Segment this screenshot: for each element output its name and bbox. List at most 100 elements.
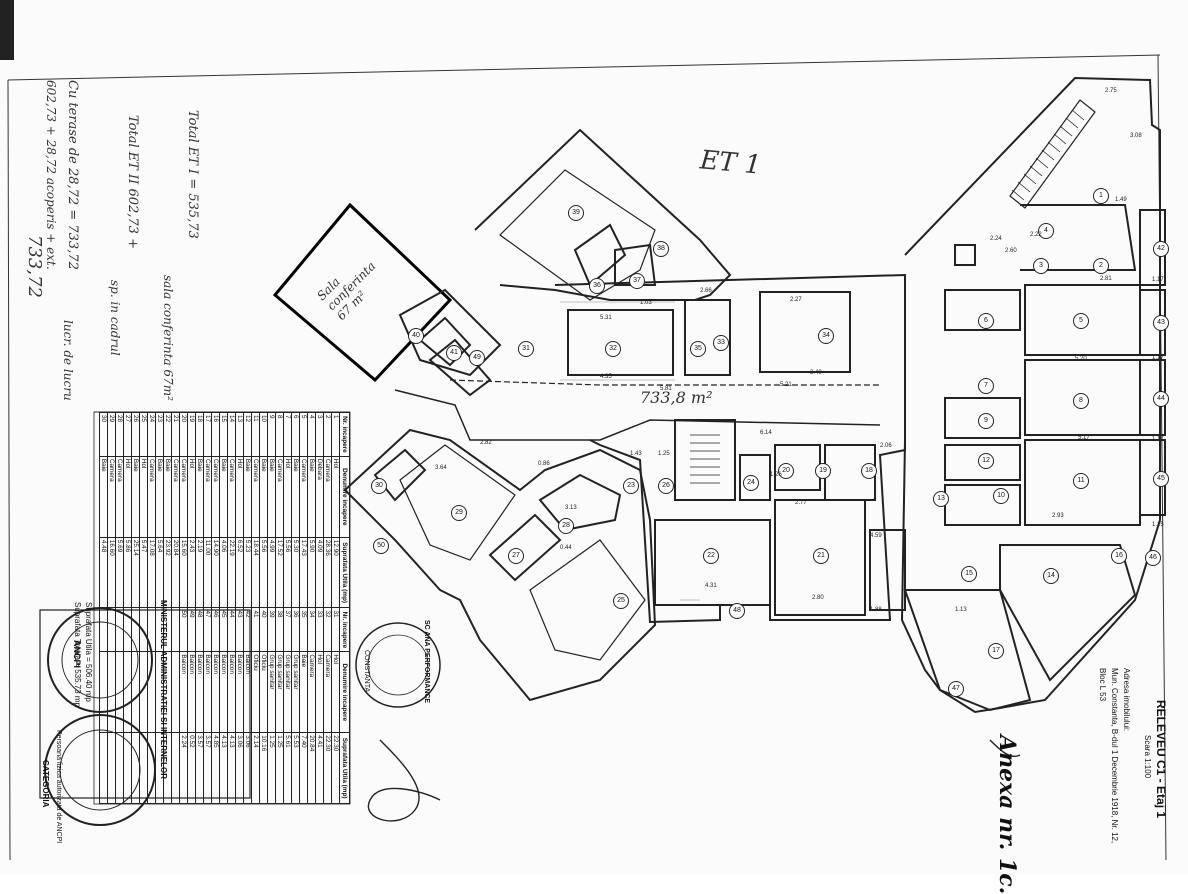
legend-cell: Baie [267, 456, 276, 538]
room-number-marker: 29 [451, 505, 467, 521]
legend-cell [115, 732, 124, 804]
dimension-label: 1.43 [630, 451, 642, 457]
legend-cell: 28.36 [323, 537, 332, 608]
dimension-label: 2.77 [795, 500, 807, 506]
dimension-label: 0.86 [538, 461, 550, 467]
legend-cell [171, 607, 180, 652]
legend-cell: 43 [235, 607, 244, 652]
legend-table: Nr. incapere Denumire incapere Suprafata… [99, 412, 350, 804]
legend-cell: 13 [235, 412, 244, 457]
legend-cell: 23 [155, 412, 164, 457]
stamp-city: CONSTANTA [363, 650, 370, 693]
legend-cell: Hol [315, 651, 324, 733]
room-number-marker: 7 [978, 378, 994, 394]
legend-cell: Hol [139, 456, 148, 538]
legend-cell: Hol [331, 456, 340, 538]
legend-cell: 5.47 [139, 537, 148, 608]
legend-cell [139, 651, 148, 733]
legend-cell: 22.30 [323, 732, 332, 804]
dimension-label: 1.17 [1152, 355, 1164, 361]
dimension-label: 4.35 [600, 374, 612, 380]
legend-cell: Camera [323, 651, 332, 733]
legend-cell: Grup sanitar [283, 651, 292, 733]
stamp-ministry: MINISTERUL ADMINISTRATIEI SI INTERNELOR [159, 600, 168, 779]
legend-cell: 45 [219, 607, 228, 652]
legend-cell: 36 [291, 607, 300, 652]
room-number-marker: 42 [1153, 241, 1169, 257]
room-number-marker: 14 [1043, 568, 1059, 584]
legend-cell: 3.57 [203, 732, 212, 804]
legend-cell [131, 651, 140, 733]
legend-cell [123, 732, 132, 804]
legend-cell: 46 [211, 607, 220, 652]
legend-total-useful: Suprafata Utila = 506.40 mp [84, 602, 93, 702]
dimension-label: 1.15 [1152, 522, 1164, 528]
room-number-marker: 35 [690, 341, 706, 357]
room-number-marker: 1 [1093, 188, 1109, 204]
legend-cell: Balcon [211, 651, 220, 733]
legend-cell: Baie [219, 456, 228, 538]
legend-cell: 11 [251, 412, 260, 457]
room-number-marker: 21 [813, 548, 829, 564]
legend-cell [139, 732, 148, 804]
legend-cell: 49 [187, 607, 196, 652]
legend-cell: 16 [211, 412, 220, 457]
signature-scribbles [367, 739, 1021, 822]
legend-cell: 35 [299, 607, 308, 652]
legend-cell: 5 [299, 412, 308, 457]
room-number-marker: 47 [948, 681, 964, 697]
stamps-shapes [39, 607, 441, 826]
room-number-marker: 9 [978, 413, 994, 429]
legend-cell: Camera [323, 456, 332, 538]
note-1: Total ET I = 535,73 [185, 110, 200, 239]
room-number-marker: 8 [1073, 393, 1089, 409]
room-number-marker: 23 [623, 478, 639, 494]
dimension-label: 2.06 [880, 443, 892, 449]
legend-cell: 11.00 [203, 537, 212, 608]
legend-cell: Camera [179, 456, 188, 538]
room-number-marker: 4 [1038, 223, 1054, 239]
legend-cell: 1.25 [267, 732, 276, 804]
room-number-marker: 3 [1033, 258, 1049, 274]
legend-cell: 29 [107, 412, 116, 457]
dimension-label: 3.08 [1130, 133, 1142, 139]
legend-cell: 4.48 [99, 537, 108, 608]
stamp-ancpi: ANCPI [72, 640, 82, 669]
legend-cell: 3 [315, 412, 324, 457]
room-number-marker: 40 [408, 328, 424, 344]
legend-cell: 12.90 [331, 537, 340, 608]
legend-cell: 2 [323, 412, 332, 457]
dimension-label: 6.14 [760, 430, 772, 436]
legend-cell: Balcon [187, 651, 196, 733]
building-walls [272, 76, 1166, 714]
dimension-label: 2.81 [1100, 276, 1112, 282]
legend-cell: 4.41 [315, 732, 324, 804]
room-number-marker: 27 [508, 548, 524, 564]
legend-cell: 28 [115, 412, 124, 457]
floor-plan-drawing [0, 0, 1167, 861]
legend-cell: 5.30 [291, 537, 300, 608]
room-number-marker: 2 [1093, 258, 1109, 274]
stamp-category: CATEGORIA [41, 760, 50, 808]
dimension-label: 2.22 [1030, 232, 1042, 238]
legend-cell: Baie [99, 456, 108, 538]
legend-cell: Camera [115, 456, 124, 538]
legend-cell: Baie [243, 456, 252, 538]
dimension-label: 1.26 [770, 472, 782, 478]
legend-cell [99, 651, 108, 733]
room-number-marker: 25 [613, 593, 629, 609]
dimension-label: 5.21 [780, 382, 792, 388]
legend-cell [123, 651, 132, 733]
legend-cell: 20 [179, 412, 188, 457]
